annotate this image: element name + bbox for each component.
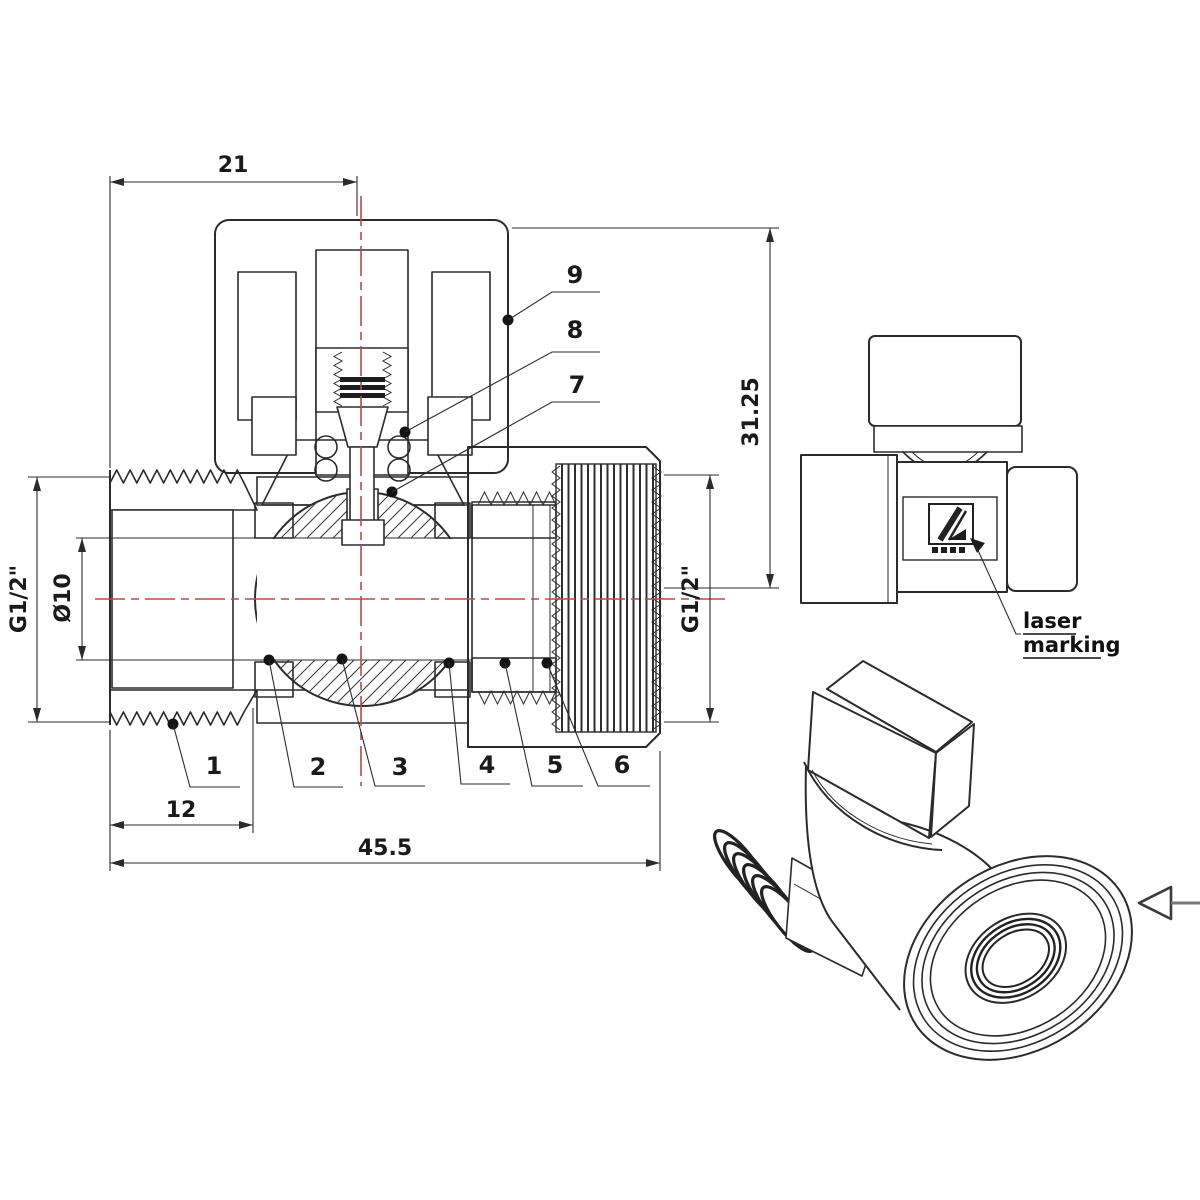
callout-6: 6 — [614, 751, 631, 779]
packing-nut — [315, 347, 409, 413]
side-handle-skirt — [873, 425, 1023, 453]
isometric-view — [713, 660, 1133, 1061]
dim-thread-length: 12 — [166, 798, 197, 823]
brand-logo-icon — [932, 506, 968, 553]
male-thread-bottom — [109, 689, 258, 726]
handle-slot-left — [237, 271, 297, 421]
callout-2: 2 — [310, 753, 327, 781]
iso-collar-outer — [803, 761, 943, 851]
callout-9: 9 — [567, 261, 584, 289]
laser-marking-label-line1: laser — [1023, 609, 1082, 633]
handle-slot-right-lower — [427, 396, 473, 456]
dim-total-length: 45.5 — [358, 836, 412, 861]
callout-3: 3 — [392, 753, 409, 781]
laser-marking-label-line2: marking — [1023, 633, 1121, 657]
stem-foot — [341, 519, 385, 546]
iso-body-left-edge — [804, 765, 901, 1011]
flow-direction-arrow-icon — [1137, 885, 1200, 921]
female-thread-profile-right — [651, 465, 662, 731]
o-ring — [314, 435, 338, 459]
dim-overall-height: 31.25 — [739, 377, 764, 447]
o-ring — [314, 458, 338, 482]
dim-top-width: 21 — [218, 153, 249, 178]
stem-taper — [336, 406, 389, 448]
dimensions: 21 31.25 G1/2" Ø10 12 45.5 — [7, 153, 779, 871]
laser-leader-arrowhead — [970, 538, 985, 553]
tail-thread-top — [477, 490, 557, 507]
dim-bore: Ø10 — [51, 573, 76, 622]
seat-left-top — [254, 502, 294, 539]
dim-thread-right: G1/2" — [679, 565, 704, 633]
female-thread-profile-left — [551, 465, 561, 731]
seat-right-top — [434, 502, 471, 539]
dim-thread-left: G1/2" — [7, 565, 32, 633]
side-view: laser marking — [800, 335, 1121, 659]
iso-handle-end-face — [930, 723, 975, 838]
stem-shaft — [349, 446, 375, 523]
callout-4: 4 — [479, 751, 496, 779]
handle-slot-right — [431, 271, 491, 421]
union-nut-section — [467, 446, 661, 748]
iso-handle-knurl-face — [807, 691, 937, 839]
iso-outlet — [903, 855, 1133, 1061]
tailpiece-top-wall — [471, 504, 557, 539]
handle-slot-left-lower — [251, 396, 297, 456]
iso-handle-top-face — [826, 660, 973, 753]
tail-thread-bottom — [477, 689, 557, 706]
callout-8: 8 — [567, 316, 584, 344]
iso-handle — [807, 660, 975, 839]
main-section-view — [76, 196, 728, 786]
part-callouts: 1 2 3 4 5 6 7 8 9 — [167, 261, 650, 788]
side-left-cap — [800, 454, 898, 604]
o-ring — [387, 458, 411, 482]
iso-collar-inner — [811, 769, 933, 845]
side-handle-knurl — [868, 335, 1022, 427]
tailpiece-bottom-wall — [471, 657, 557, 693]
callout-7: 7 — [569, 371, 586, 399]
callout-1: 1 — [206, 752, 223, 780]
callout-5: 5 — [547, 751, 564, 779]
side-male-thread — [1006, 466, 1078, 592]
male-thread-top — [109, 469, 258, 511]
o-ring — [387, 435, 411, 459]
